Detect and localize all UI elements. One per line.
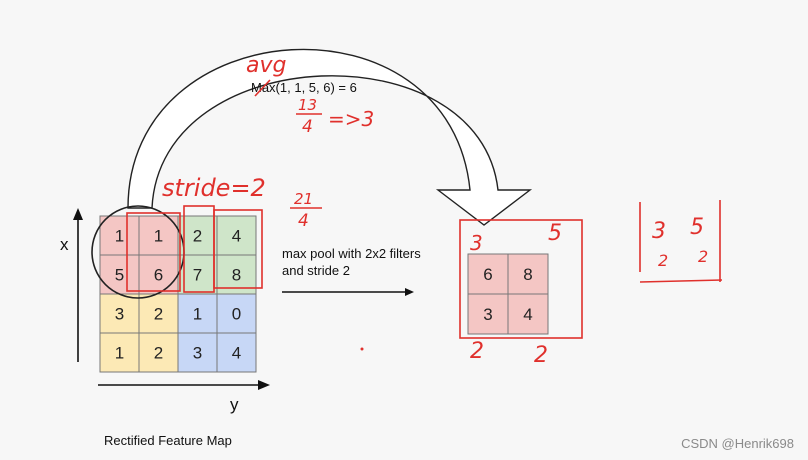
annotation-corner-2b: 2 [534, 343, 548, 368]
pool-arrowhead [405, 288, 414, 296]
grid-cell [99, 332, 140, 373]
x-axis-arrowhead [73, 208, 83, 220]
annotation-marks [91, 79, 723, 339]
pool-description-line1: max pool with 2x2 filters [282, 246, 421, 261]
grid-cell-value: 0 [232, 305, 241, 324]
stray-dot [360, 347, 364, 351]
max-formula: Max(1, 1, 5, 6) = 6 [251, 80, 357, 95]
grid-cell-value: 5 [115, 266, 124, 285]
grid-cell-value: 4 [232, 227, 241, 246]
grid-cell-value: 6 [154, 266, 163, 285]
x-axis-label: x [60, 235, 69, 254]
watermark: CSDN @Henrik698 [681, 436, 794, 451]
annotation-corner-2a: 2 [470, 339, 484, 364]
annotation-mini-2b: 2 [698, 247, 708, 266]
grid-cell [138, 254, 179, 295]
grid-cell-value: 6 [483, 265, 492, 284]
grid-cell-value: 1 [154, 227, 163, 246]
grid-cell-value: 1 [115, 227, 124, 246]
grid-cell [177, 293, 218, 334]
annotation-fraction-bottom: 4 [302, 117, 313, 137]
annotation-fraction2-bottom: 4 [298, 211, 309, 231]
annotation-fraction2-top: 21 [294, 190, 313, 208]
y-axis-arrowhead [258, 380, 270, 390]
grid-cell-value: 8 [523, 265, 532, 284]
annotation-result: =>3 [328, 107, 374, 131]
grid-cell-value: 8 [232, 266, 241, 285]
grid-cell-value: 4 [523, 305, 532, 324]
grid-cell [507, 293, 549, 335]
formula-strike [254, 79, 271, 97]
pool-description-line2: and stride 2 [282, 263, 350, 278]
grid-cell-value: 7 [193, 266, 202, 285]
grid-cell-value: 3 [115, 305, 124, 324]
y-axis-label: y [230, 395, 239, 414]
grid-cell-value: 2 [154, 344, 163, 363]
grid-cell [467, 253, 509, 295]
stride-box-3 [213, 209, 263, 289]
grid-cell [216, 215, 257, 256]
annotation-corner-3: 3 [470, 231, 483, 255]
annotation-corner-5: 5 [548, 221, 562, 246]
curved-arrow [127, 48, 533, 226]
grid-cell-value: 3 [193, 344, 202, 363]
annotation-mini-2a: 2 [658, 251, 668, 270]
grid-cell [138, 332, 179, 373]
grid-cell [467, 293, 509, 335]
output-bracket [459, 219, 583, 339]
grid-cell-value: 1 [193, 305, 202, 324]
annotation-stride: stride=2 [162, 174, 266, 202]
stride-box-1 [126, 212, 181, 292]
annotation-avg: avg [246, 53, 287, 78]
feature-map-grid: 1 1 2 4 5 6 7 8 3 2 1 0 1 2 3 4 [99, 215, 257, 373]
figure-caption: Rectified Feature Map [104, 433, 232, 448]
grid-cell-value: 1 [115, 344, 124, 363]
annotation-mini-5: 5 [690, 215, 704, 240]
grid-cell-value: 2 [193, 227, 202, 246]
pooled-output-grid: 6 8 3 4 [467, 253, 549, 335]
mini-matrix-bar-bottom [639, 279, 723, 283]
grid-cell [216, 293, 257, 334]
annotation-fraction-top: 13 [298, 96, 317, 114]
grid-cell-value: 2 [154, 305, 163, 324]
grid-cell-value: 3 [483, 305, 492, 324]
annotation-mini-3: 3 [652, 219, 666, 244]
grid-cell [216, 332, 257, 373]
grid-cell [99, 293, 140, 334]
grid-cell [177, 332, 218, 373]
grid-cell-value: 4 [232, 344, 241, 363]
